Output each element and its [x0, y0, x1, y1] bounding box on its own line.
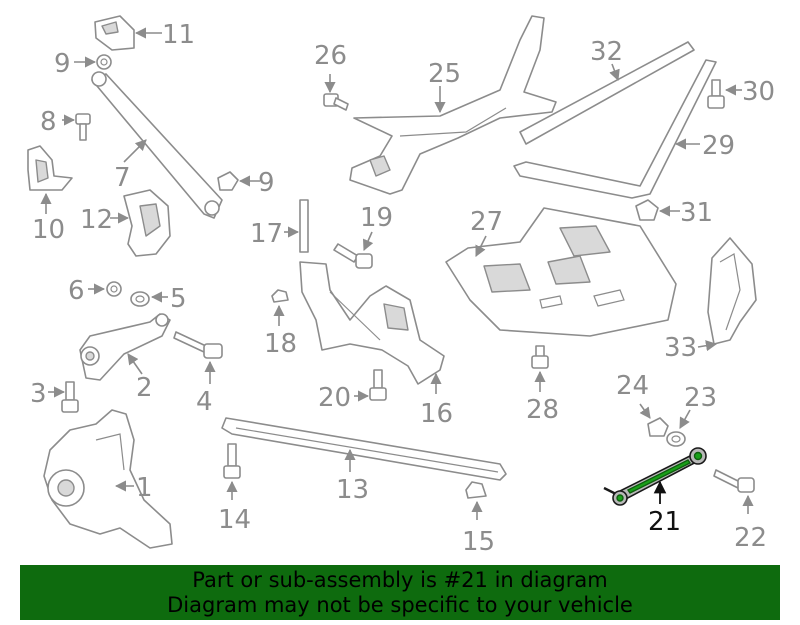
banner-line-1: Part or sub-assembly is #21 in diagram [192, 567, 608, 592]
label-15: 15 [462, 527, 495, 557]
label-12: 12 [80, 205, 113, 235]
part-20-bolt[interactable]: 20 [318, 369, 387, 413]
label-20: 20 [318, 383, 351, 413]
label-26: 26 [314, 41, 347, 71]
label-30: 30 [742, 77, 775, 107]
part-6-nut[interactable]: 6 [68, 276, 122, 306]
label-6: 6 [68, 276, 85, 306]
part-12-bracket[interactable]: 12 [80, 189, 171, 257]
part-3-bolt[interactable]: 3 [30, 379, 79, 413]
label-19: 19 [360, 203, 393, 233]
part-5-washer[interactable]: 5 [130, 284, 187, 314]
label-16: 16 [420, 399, 453, 429]
label-13: 13 [336, 475, 369, 505]
part-14-bolt[interactable]: 14 [218, 443, 251, 535]
label-14: 14 [218, 505, 251, 535]
part-30-bolt[interactable]: 30 [707, 77, 775, 109]
part-21-link[interactable]: 21 [603, 447, 707, 537]
label-32: 32 [590, 37, 623, 67]
part-9-nut-top[interactable]: 9 [54, 49, 112, 79]
label-9-top: 9 [54, 49, 71, 79]
part-15-clip[interactable]: 15 [462, 481, 495, 557]
label-23: 23 [684, 383, 717, 413]
label-7: 7 [114, 163, 131, 193]
label-5: 5 [170, 284, 187, 314]
label-10: 10 [32, 215, 65, 245]
label-2: 2 [136, 373, 153, 403]
label-28: 28 [526, 395, 559, 425]
part-13-bar[interactable]: 13 [221, 417, 507, 505]
label-9-mid: 9 [258, 168, 275, 198]
label-22: 22 [734, 523, 767, 553]
part-17-stud[interactable]: 17 [250, 199, 309, 253]
banner-line-2: Diagram may not be specific to your vehi… [167, 592, 633, 617]
label-8: 8 [40, 107, 57, 137]
part-29-brace[interactable]: 29 [513, 59, 735, 199]
part-1-knuckle[interactable]: 1 [43, 409, 173, 549]
label-3: 3 [30, 379, 47, 409]
part-22-bolt[interactable]: 22 [713, 469, 767, 553]
label-25: 25 [428, 59, 461, 89]
label-17: 17 [250, 219, 283, 249]
part-33-shield[interactable]: 33 [664, 237, 757, 363]
label-29: 29 [702, 131, 735, 161]
part-32-brace[interactable]: 32 [519, 37, 695, 145]
label-31: 31 [680, 198, 713, 228]
part-16-bracket[interactable]: 16 [299, 261, 453, 429]
part-9-nut-mid[interactable]: 9 [217, 168, 275, 198]
part-28-bolt[interactable]: 28 [526, 345, 559, 425]
info-banner: Part or sub-assembly is #21 in diagram D… [20, 565, 780, 620]
part-7-link[interactable]: 7 [91, 71, 223, 219]
label-11: 11 [162, 20, 195, 50]
part-23-washer[interactable]: 23 [666, 383, 717, 447]
label-33: 33 [664, 333, 697, 363]
label-24: 24 [616, 371, 649, 401]
part-11-bracket[interactable]: 11 [94, 15, 195, 51]
part-19-bolt[interactable]: 19 [333, 203, 393, 269]
part-26-bolt[interactable]: 26 [314, 41, 349, 111]
part-2-control-arm[interactable]: 2 [79, 313, 171, 403]
part-25-brace[interactable]: 25 [349, 15, 557, 195]
parts-diagram: 11 9 7 8 10 9 12 [27, 15, 775, 557]
part-27-panel[interactable]: 27 [445, 207, 677, 337]
part-4-bolt[interactable]: 4 [173, 331, 223, 417]
part-10-bracket[interactable]: 10 [27, 145, 73, 245]
part-18-clip[interactable]: 18 [264, 289, 297, 359]
label-21: 21 [648, 507, 681, 537]
label-27: 27 [470, 207, 503, 237]
label-1: 1 [136, 473, 153, 503]
part-31-nut[interactable]: 31 [635, 198, 713, 228]
part-24-nut[interactable]: 24 [616, 371, 669, 437]
label-18: 18 [264, 329, 297, 359]
label-4: 4 [196, 387, 213, 417]
part-8-bolt[interactable]: 8 [40, 107, 91, 141]
